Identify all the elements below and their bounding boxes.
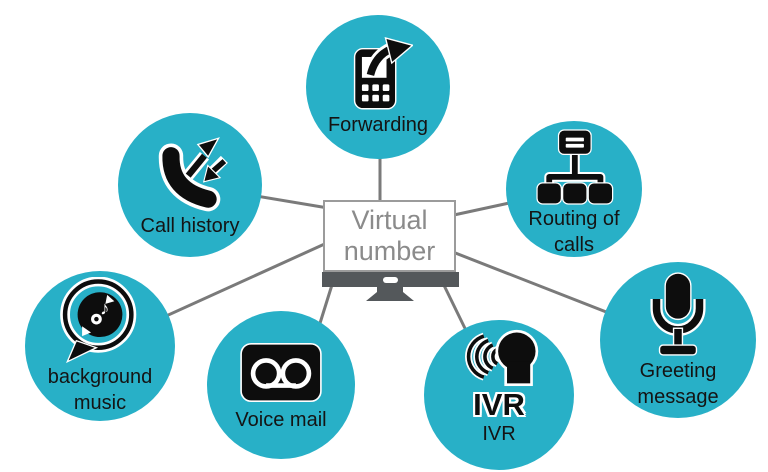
speaking-head-sound-waves-icon <box>465 329 539 387</box>
ivr-icon-text: IVR <box>473 387 525 422</box>
phone-handset-in-out-arrows-icon <box>158 137 228 212</box>
monitor-stand <box>366 287 414 301</box>
node-label: IVR <box>482 423 516 445</box>
node-label-line2: message <box>637 386 719 408</box>
mobile-phone-forward-arrow-icon <box>353 37 413 110</box>
node-background-music: ♪ background music <box>25 271 175 421</box>
monitor-bottom-bar <box>322 272 459 287</box>
node-label-line1: background <box>47 366 153 388</box>
monitor-slot <box>383 277 398 283</box>
node-label-line1: Greeting <box>639 360 717 382</box>
node-label: Forwarding <box>327 114 429 136</box>
center-label-line2: number <box>343 236 436 266</box>
node-voice-mail: Voice mail <box>207 311 355 459</box>
node-ivr: IVR IVR <box>424 320 574 470</box>
node-label-line2: calls <box>553 234 594 256</box>
node-label-line2: music <box>73 392 127 414</box>
node-label-line1: Routing of <box>528 208 620 230</box>
center-label-line1: Virtual <box>351 205 428 235</box>
node-call-history: Call history <box>118 113 262 257</box>
node-label: Voice mail <box>235 408 327 431</box>
call-hierarchy-icon <box>536 129 614 205</box>
node-label: Call history <box>140 215 240 237</box>
virtual-number-center-node: Virtual number <box>323 200 456 272</box>
svg-text:♪: ♪ <box>100 298 109 319</box>
node-routing-of-calls: Routing of calls <box>506 121 642 257</box>
node-greeting-message: Greeting message <box>600 262 756 418</box>
microphone-icon <box>650 272 706 356</box>
node-forwarding: Forwarding <box>306 15 450 159</box>
voicemail-cassette-icon <box>240 342 322 402</box>
music-disc-speech-bubble-icon: ♪ <box>60 277 137 363</box>
